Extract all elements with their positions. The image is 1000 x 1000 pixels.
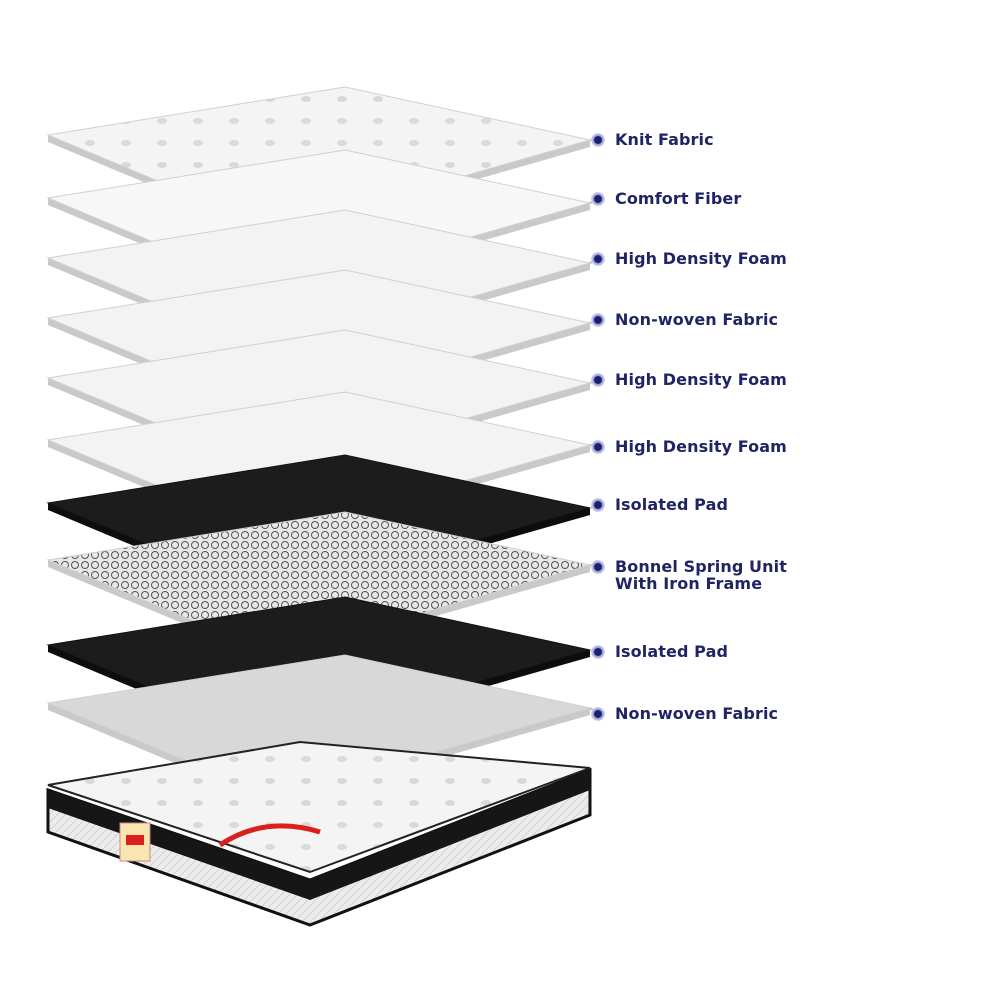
layer-label: High Density Foam <box>615 438 787 455</box>
layer-label-line: With Iron Frame <box>615 574 763 593</box>
bullet-dot-icon <box>591 440 605 454</box>
layer-label-line: High Density Foam <box>615 437 787 456</box>
base-mattress <box>46 740 592 927</box>
bullet-dot-icon <box>591 133 605 147</box>
layer-label-line: Isolated Pad <box>615 495 729 514</box>
layer-label: High Density Foam <box>615 371 787 388</box>
layer-label-line: Non-woven Fabric <box>615 704 779 723</box>
bullet-dot-icon <box>591 560 605 574</box>
layer-label-line: Bonnel Spring Unit <box>615 557 787 576</box>
layer-label: Isolated Pad <box>615 496 728 513</box>
layer-label: Knit Fabric <box>615 131 714 148</box>
layer-label: High Density Foam <box>615 250 787 267</box>
layer-label-line: Knit Fabric <box>615 130 714 149</box>
layer-label: Non-woven Fabric <box>615 705 778 722</box>
layer-label-line: High Density Foam <box>615 249 787 268</box>
bullet-dot-icon <box>591 707 605 721</box>
bullet-dot-icon <box>591 645 605 659</box>
bullet-dot-icon <box>591 373 605 387</box>
layer-label-line: Isolated Pad <box>615 642 729 661</box>
bullet-dot-icon <box>591 192 605 206</box>
layer-label: Comfort Fiber <box>615 190 741 207</box>
layer-label-line: Non-woven Fabric <box>615 310 779 329</box>
layer-label-line: High Density Foam <box>615 370 787 389</box>
layer-label: Non-woven Fabric <box>615 311 778 328</box>
bullet-dot-icon <box>591 313 605 327</box>
layer-label: Isolated Pad <box>615 643 728 660</box>
layer-label-line: Comfort Fiber <box>615 189 742 208</box>
bullet-dot-icon <box>591 252 605 266</box>
bullet-dot-icon <box>591 498 605 512</box>
